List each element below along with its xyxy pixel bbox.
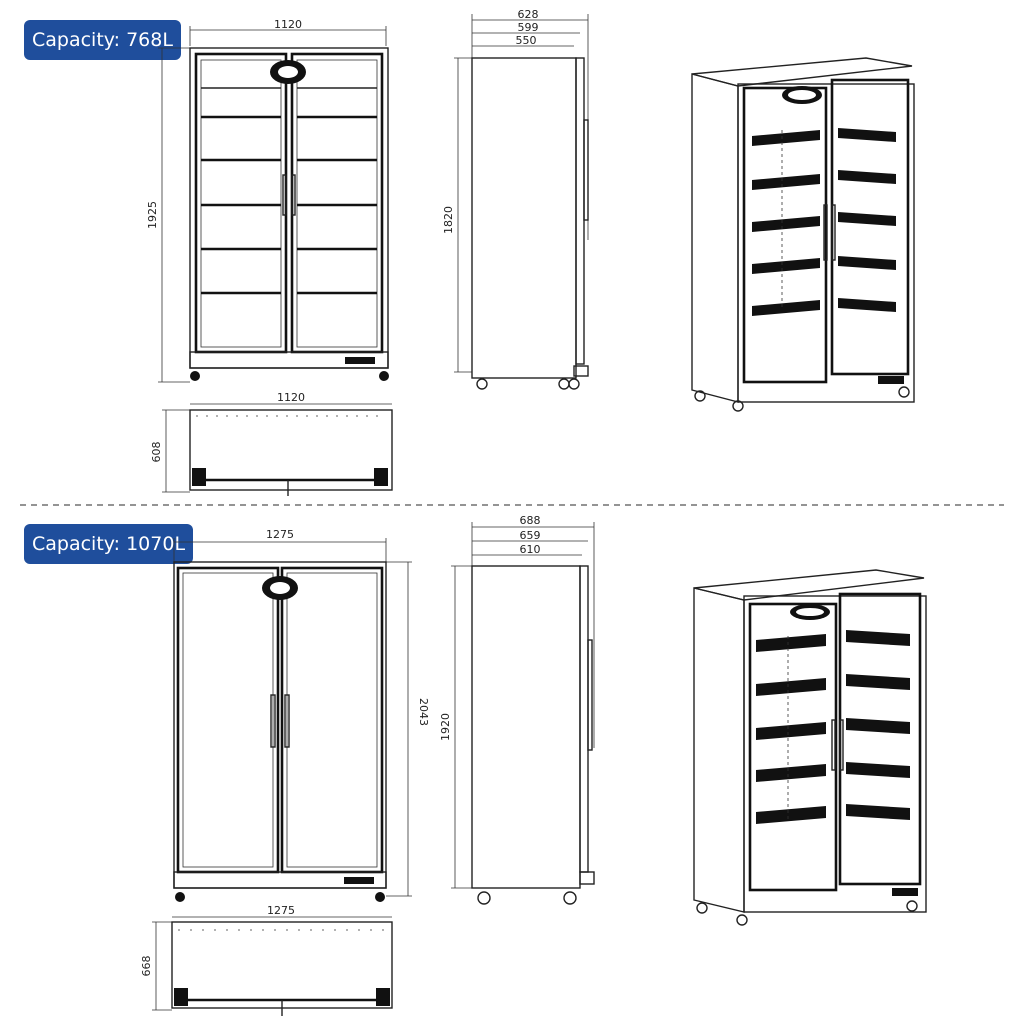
side-depth-2-label: 659 (520, 529, 541, 542)
control-panel (892, 888, 918, 896)
caster-wheel-icon (476, 378, 488, 390)
side-outline (471, 57, 577, 379)
caster-wheel-icon (906, 900, 918, 912)
iso-left-door (748, 602, 838, 892)
caster-wheel-icon (379, 371, 389, 381)
side-depth-3-label: 550 (516, 34, 537, 47)
door-handle-right (291, 174, 296, 216)
door-handle-right (839, 719, 844, 771)
plan-outline (171, 921, 393, 1009)
side-depth-1-label: 628 (518, 8, 539, 21)
front-view-top: 1120 1925 (146, 18, 389, 383)
plan-outline (189, 409, 393, 491)
iso-right-door (830, 78, 910, 376)
caster-wheel-icon (694, 390, 706, 402)
control-panel (344, 877, 374, 884)
plan-depth-label: 608 (150, 442, 163, 463)
caster-wheel-icon (190, 371, 200, 381)
caster-wheel-icon (477, 891, 491, 905)
iso-view-top (691, 57, 915, 412)
door-handle-right (831, 204, 836, 261)
left-door (176, 566, 280, 874)
right-door (290, 52, 384, 354)
side-height-label: 1920 (439, 713, 452, 741)
caster-wheel-icon (898, 386, 910, 398)
shelves (201, 87, 377, 295)
front-height-label: 2043 (417, 698, 430, 726)
iso-side (691, 73, 739, 403)
cabinet-outline (189, 47, 389, 369)
front-width-label: 1120 (274, 18, 302, 31)
iso-front (743, 595, 927, 913)
door-handle-right (284, 694, 290, 748)
caster-wheel-icon (736, 914, 748, 926)
control-panel (345, 357, 375, 364)
door-handle-left (270, 694, 276, 748)
caster-wheel-icon (375, 892, 385, 902)
caster-wheel-icon (175, 892, 185, 902)
cabinet-outline (173, 561, 387, 889)
side-depth-3-label: 610 (520, 543, 541, 556)
plan-view-bottom: 1275 668 (140, 904, 393, 1016)
iso-side (693, 587, 745, 913)
side-outline (471, 565, 581, 889)
caster-wheel-icon (558, 378, 570, 390)
iso-left-door (742, 86, 828, 384)
front-width-label: 1275 (266, 528, 294, 541)
side-view-top: 628 599 550 1820 (442, 8, 589, 390)
side-height-label: 1820 (442, 206, 455, 234)
plan-width-label: 1120 (277, 391, 305, 404)
side-view-bottom: 688 659 610 1920 (439, 514, 595, 905)
plan-depth-label: 668 (140, 956, 153, 977)
iso-view-bottom (693, 569, 927, 926)
door-edge (579, 565, 589, 873)
caster-wheel-icon (732, 400, 744, 412)
front-view-bottom: 1275 2043 (173, 528, 430, 902)
iso-front (737, 83, 915, 403)
right-door (280, 566, 384, 874)
front-height-label: 1925 (146, 201, 159, 229)
side-depth-1-label: 688 (520, 514, 541, 527)
plan-view-top: 1120 608 (150, 391, 393, 496)
caster-wheel-icon (696, 902, 708, 914)
door-handle-left (831, 719, 836, 771)
plan-width-label: 1275 (267, 904, 295, 917)
iso-shelves (756, 630, 910, 824)
capacity-badge-bottom: Capacity: 1070L (24, 524, 194, 564)
side-depth-2-label: 599 (518, 21, 539, 34)
control-panel (878, 376, 904, 384)
door-handle-left (282, 174, 287, 216)
door-edge (575, 57, 585, 365)
door-handle-left (823, 204, 828, 261)
caster-wheel-icon (563, 891, 577, 905)
iso-top (691, 57, 913, 87)
base-panel (173, 871, 387, 889)
iso-shelves (752, 128, 896, 316)
base-panel (189, 351, 389, 369)
capacity-badge-top: Capacity: 768L (24, 20, 181, 60)
left-door (194, 52, 288, 354)
